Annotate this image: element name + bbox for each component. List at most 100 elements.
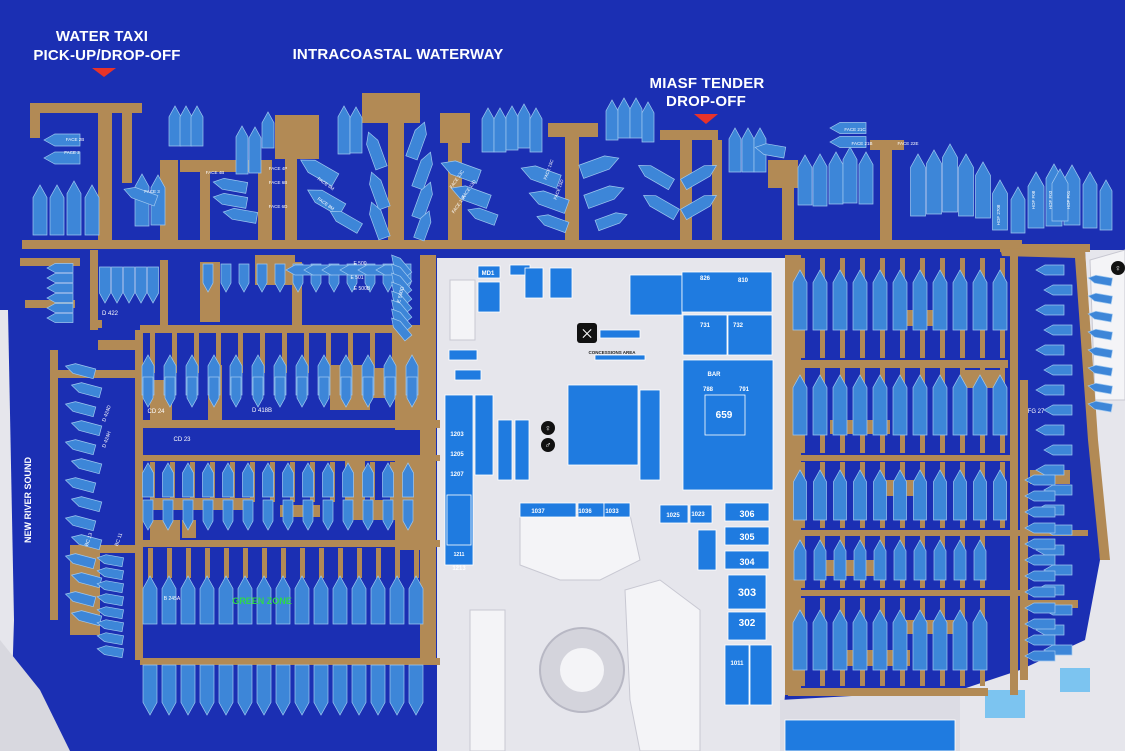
map-label: 303 <box>738 587 756 599</box>
boat <box>942 143 958 213</box>
map-label: 1203 <box>450 432 464 438</box>
boat <box>362 376 374 408</box>
dock <box>348 333 353 373</box>
boat <box>332 664 348 716</box>
booth <box>724 550 770 570</box>
dock <box>140 420 440 428</box>
boat <box>408 575 424 625</box>
boat <box>256 664 272 716</box>
dock <box>160 260 168 330</box>
boat <box>893 469 907 521</box>
dock <box>150 520 180 540</box>
boat <box>186 376 198 408</box>
boat <box>261 111 275 149</box>
boat <box>993 469 1007 521</box>
boat <box>932 609 948 671</box>
dock <box>243 548 248 578</box>
boat <box>1035 304 1065 316</box>
boat <box>1024 490 1056 502</box>
booth <box>724 644 750 706</box>
boat <box>858 151 874 205</box>
boat <box>262 462 274 498</box>
dock <box>712 140 722 240</box>
new-river-sound-label: NEW RIVER SOUND <box>23 457 33 544</box>
boat <box>833 469 847 521</box>
boat <box>605 99 619 141</box>
dock <box>216 333 221 373</box>
map-label: HOF 2708 <box>996 204 1001 225</box>
map-label: 305 <box>739 532 754 542</box>
boat <box>342 499 354 531</box>
dock <box>30 103 40 138</box>
boat <box>389 664 405 716</box>
boat <box>96 567 124 581</box>
dock <box>820 560 880 576</box>
boat <box>813 469 827 521</box>
boat <box>46 273 74 283</box>
boat <box>180 575 196 625</box>
map-label: E 500D <box>396 286 406 304</box>
boat <box>300 159 340 187</box>
map-label: 1023 <box>691 512 705 518</box>
boat <box>96 645 124 659</box>
boat <box>322 499 334 531</box>
boat <box>366 131 388 171</box>
dock <box>319 548 324 578</box>
boat <box>1024 506 1056 518</box>
boat <box>142 499 154 531</box>
map-label: FACE 2 <box>64 150 80 155</box>
boat <box>913 539 927 581</box>
booth <box>477 281 501 313</box>
boat <box>262 499 274 531</box>
map-label: FACE 4P <box>269 166 288 171</box>
boat <box>70 572 103 589</box>
dock <box>788 360 1008 368</box>
boat <box>70 382 103 399</box>
boat <box>1024 474 1056 486</box>
booth <box>724 502 770 522</box>
boat <box>853 469 867 521</box>
water-taxi-label-2: PICK-UP/DROP-OFF <box>33 47 180 64</box>
boat <box>1024 602 1056 614</box>
dock <box>388 123 404 241</box>
boat <box>212 177 249 194</box>
boat <box>637 165 675 191</box>
dock <box>172 333 177 373</box>
boat <box>64 591 97 608</box>
map-label: MD1 <box>482 271 495 277</box>
boat <box>64 401 97 418</box>
boat <box>274 376 286 408</box>
boat <box>952 269 968 331</box>
dock <box>788 688 988 696</box>
boat <box>370 575 386 625</box>
svg-text:♂: ♂ <box>545 440 552 450</box>
boat <box>583 185 625 209</box>
boat <box>892 609 908 671</box>
boat <box>1087 364 1113 377</box>
boat <box>797 154 813 206</box>
boat <box>222 207 259 224</box>
dock <box>50 350 58 620</box>
booth <box>629 274 683 316</box>
boat <box>972 374 988 436</box>
boat <box>1024 522 1056 534</box>
restroom-icon: ♀ ♂ <box>541 421 555 452</box>
boat <box>296 376 308 408</box>
boat <box>182 462 194 498</box>
boat <box>873 539 887 581</box>
boat <box>70 534 103 551</box>
boat <box>975 161 991 219</box>
dock <box>285 159 297 241</box>
booth <box>477 265 501 279</box>
boat <box>362 462 374 498</box>
boat <box>162 462 174 498</box>
boat <box>340 376 352 408</box>
boat <box>872 374 888 436</box>
boat <box>793 469 807 521</box>
dock <box>440 113 470 143</box>
boat <box>384 376 396 408</box>
boat <box>342 462 354 498</box>
map-label: E 500 <box>353 261 366 267</box>
map-label: FACE 21C <box>844 127 866 132</box>
dock <box>1000 248 1110 560</box>
